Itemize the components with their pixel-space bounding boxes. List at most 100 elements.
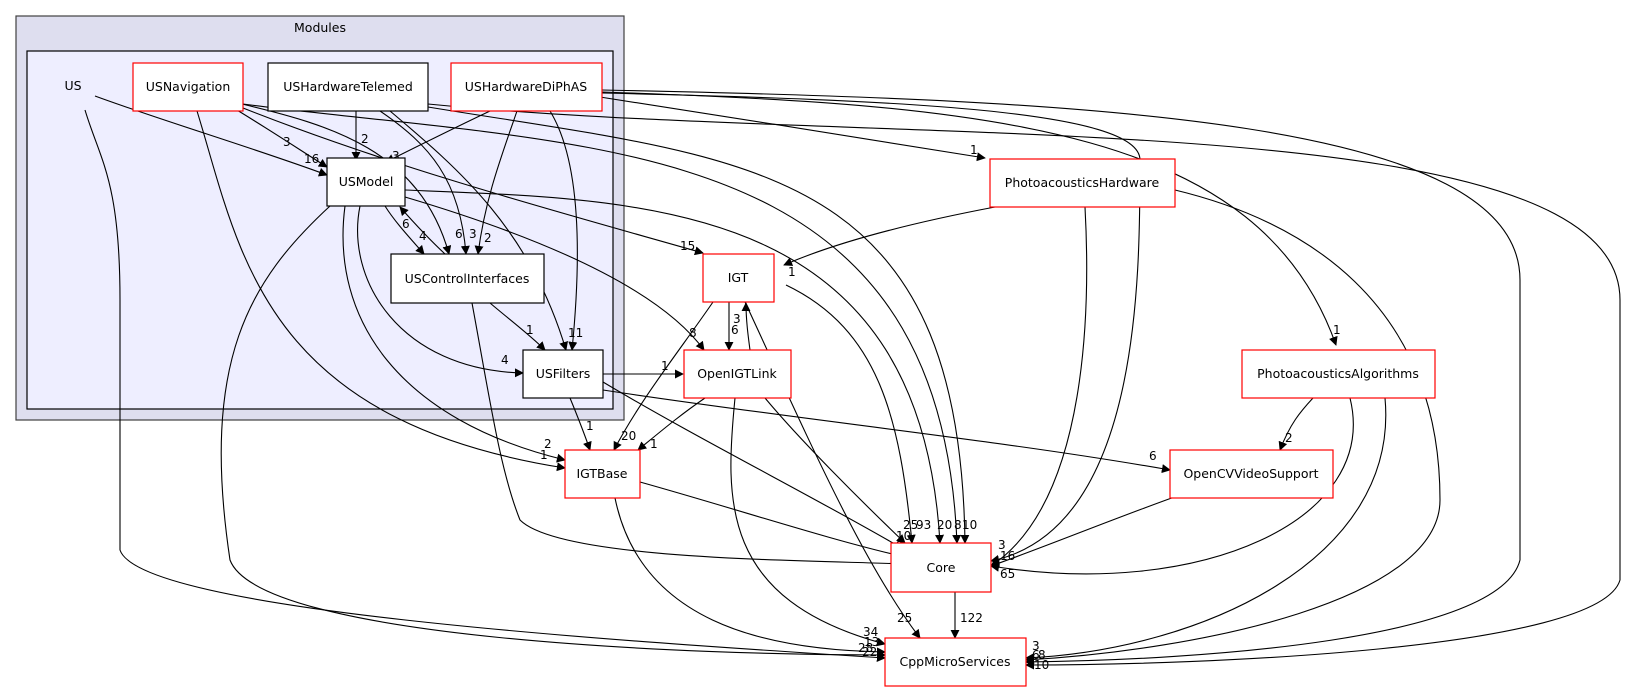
node-igt-box xyxy=(702,253,775,303)
edge-label-us-usmodel: 16 xyxy=(304,152,319,166)
node-ushardwarediphas-box xyxy=(450,62,603,112)
edge-openigtlink-cppmicroservices xyxy=(730,397,886,647)
edge-label-ushwtelemed-uscontrolinterfaces: 3 xyxy=(469,227,477,241)
node-igtbase-box xyxy=(564,449,641,499)
edge-igt-igtbase xyxy=(613,301,714,451)
node-uscontrolinterfaces-box xyxy=(390,253,545,304)
edge-label-openigtlink-cppmicroservices: 34 xyxy=(863,625,878,639)
edge-openigtlink-igtbase xyxy=(637,397,706,451)
edge-ushwtelemed-core xyxy=(427,106,970,544)
edge-label-usmodel-uscontrolinterfaces: 6 xyxy=(402,217,410,231)
edge-opencvvideosupport-core xyxy=(990,494,1181,568)
node-photoacousticshardware[interactable]: PhotoacousticsHardware xyxy=(989,158,1176,208)
node-igtbase-label: IGTBase xyxy=(576,466,627,481)
edge-label-igt-cppmicroservices: 25 xyxy=(897,611,912,625)
node-usmodel[interactable]: USModel xyxy=(326,157,406,207)
node-openigtlink[interactable]: OpenIGTLink xyxy=(683,349,792,399)
edge-label-photoacousticshardware-cppmicroservices: 6 xyxy=(1032,648,1040,662)
edge-label-usmodel-openigtlink: 8 xyxy=(689,326,697,340)
edge-label-usnavigation-igtbase: 1 xyxy=(540,448,548,462)
cluster-us-label[interactable]: US xyxy=(64,78,81,93)
edge-label-ushwdiphas-core: 3 xyxy=(998,538,1006,552)
edge-ushwdiphas-usfilters xyxy=(549,110,578,351)
node-usfilters-label: USFilters xyxy=(536,366,591,381)
edge-usmodel-usfilters xyxy=(357,205,524,378)
node-usnavigation[interactable]: USNavigation xyxy=(132,62,244,112)
edge-label-photoacousticsalgorithms-cppmicroservices: 3 xyxy=(1032,639,1040,653)
edge-usnavigation-igtbase xyxy=(196,110,566,472)
edge-label-igt-core: 93 xyxy=(916,518,931,532)
node-photoacousticshardware-label: PhotoacousticsHardware xyxy=(1005,175,1160,190)
edge-uscontrolinterfaces-usfilters xyxy=(489,302,546,351)
edge-label-usmodel-cppmicroservices: 22 xyxy=(862,645,877,659)
edge-ushwdiphas-photoacousticsalgorithms xyxy=(601,91,1338,346)
edge-label-uscontrolinterfaces-usfilters: 1 xyxy=(526,323,534,337)
node-ushardwaretelemed[interactable]: USHardwareTelemed xyxy=(267,62,429,112)
node-photoacousticsalgorithms-label: PhotoacousticsAlgorithms xyxy=(1257,366,1419,381)
node-ushardwarediphas[interactable]: USHardwareDiPhAS xyxy=(450,62,603,112)
node-openigtlink-label: OpenIGTLink xyxy=(697,366,777,381)
node-opencvvideosupport-box xyxy=(1169,449,1334,499)
node-photoacousticsalgorithms[interactable]: PhotoacousticsAlgorithms xyxy=(1241,349,1436,399)
node-igtbase[interactable]: IGTBase xyxy=(564,449,641,499)
edge-usfilters-opencvvideosupport xyxy=(602,389,1171,474)
edge-ushwtelemed-cppmicroservices xyxy=(427,103,1621,670)
node-usfilters[interactable]: USFilters xyxy=(522,349,604,399)
node-uscontrolinterfaces-label: USControlInterfaces xyxy=(405,271,530,286)
edge-label-uscontrolinterfaces-usmodel: 4 xyxy=(419,229,427,243)
edge-label-opencvvideosupport-core: 65 xyxy=(1000,567,1015,581)
edge-label-usnavigation-usmodel: 3 xyxy=(283,135,291,149)
node-cppmicroservices[interactable]: CppMicroServices xyxy=(884,637,1027,687)
edge-label-usmodel-igtbase: 2 xyxy=(544,437,552,451)
node-core-box xyxy=(890,542,992,593)
node-usmodel-box xyxy=(326,157,406,207)
edge-ushwdiphas-usmodel xyxy=(385,110,491,163)
edge-ushwdiphas-uscontrolinterfaces xyxy=(474,110,518,255)
edge-usmodel-openigtlink xyxy=(404,196,705,351)
edge-usnavigation-core xyxy=(242,103,962,544)
edge-label-usnavigation-igt: 15 xyxy=(680,239,695,253)
edge-label-ushwdiphas-cppmicroservices: 8 xyxy=(1038,648,1046,662)
edge-usfilters-core xyxy=(602,381,906,551)
edge-label-photoacousticshardware-igt: 1 xyxy=(788,265,796,279)
node-core[interactable]: Core xyxy=(890,542,992,593)
edge-label-usnavigation-core: 8 xyxy=(954,518,962,532)
edge-uscontrolinterfaces-core xyxy=(471,302,906,569)
edge-igt-core xyxy=(785,284,916,544)
edge-photoacousticshardware-cppmicroservices xyxy=(1025,189,1441,665)
edges xyxy=(84,89,1621,670)
node-igt[interactable]: IGT xyxy=(702,253,775,303)
edge-us-usmodel xyxy=(94,95,328,177)
node-cppmicroservices-box xyxy=(884,637,1027,687)
edge-usfilters-igtbase xyxy=(569,397,592,451)
edge-usmodel-core xyxy=(404,189,945,544)
edge-ushwdiphas-cppmicroservices xyxy=(601,89,1521,667)
edge-label-usmodel-core: 20 xyxy=(937,518,952,532)
edge-usnavigation-usmodel xyxy=(231,106,328,168)
node-photoacousticsalgorithms-box xyxy=(1241,349,1436,399)
edge-label-usfilters-core: 10 xyxy=(896,529,911,543)
edge-label-usfilters-openigtlink: 1 xyxy=(661,359,669,373)
edge-ushwtelemed-uscontrolinterfaces xyxy=(379,110,470,255)
edge-photoacousticsalgorithms-opencvvideosupport xyxy=(1278,397,1314,451)
node-cppmicroservices-label: CppMicroServices xyxy=(900,654,1011,669)
node-igt-label: IGT xyxy=(728,270,749,285)
cluster-modules-label: Modules xyxy=(294,20,346,35)
edge-igtbase-core xyxy=(639,481,906,560)
edge-label-photoacousticsalgorithms-opencvvideosupport: 2 xyxy=(1285,431,1293,445)
node-opencvvideosupport[interactable]: OpenCVVideoSupport xyxy=(1169,449,1334,499)
edge-usmodel-cppmicroservices xyxy=(220,205,886,660)
edge-label-igtbase-cppmicroservices: 28 xyxy=(858,641,873,655)
node-usmodel-label: USModel xyxy=(339,174,394,189)
edge-label-usnavigation-uscontrolinterfaces: 6 xyxy=(455,227,463,241)
edge-us-cppmicroservices xyxy=(84,109,886,662)
edge-usnavigation-igt xyxy=(242,107,704,256)
edge-label-openigtlink-core: 25 xyxy=(903,518,918,532)
node-ushardwaretelemed-label: USHardwareTelemed xyxy=(283,79,413,94)
edge-label-igt-igtbase: 20 xyxy=(621,429,636,443)
node-uscontrolinterfaces[interactable]: USControlInterfaces xyxy=(390,253,545,304)
edge-usnavigation-uscontrolinterfaces xyxy=(241,103,452,255)
node-openigtlink-box xyxy=(683,349,792,399)
node-ushardwarediphas-label: USHardwareDiPhAS xyxy=(465,79,588,94)
